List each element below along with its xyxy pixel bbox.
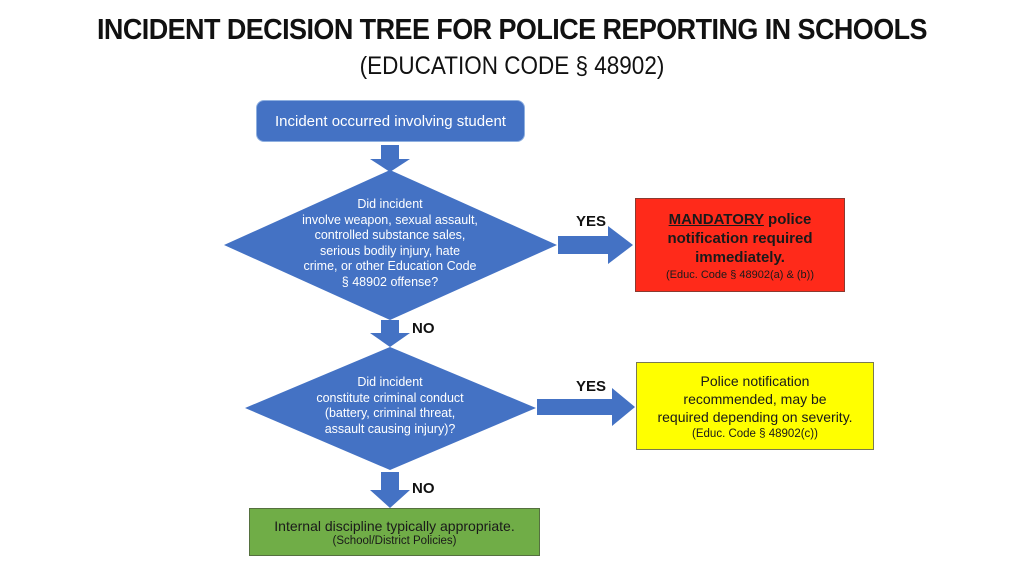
decision-1-line: involve weapon, sexual assault, xyxy=(302,212,478,227)
recommended-line-1: Police notification xyxy=(700,373,810,389)
edge-label-yes-1: YES xyxy=(576,213,607,230)
start-node-label: Incident occurred involving student xyxy=(275,112,506,130)
arrow-right-yes-1 xyxy=(558,226,633,264)
page-subtitle: (EDUCATION CODE § 48902) xyxy=(359,52,665,80)
arrow-down-start xyxy=(370,145,410,172)
mandatory-line-1: MANDATORY police xyxy=(669,210,812,229)
recommended-line-2: recommended, may be xyxy=(683,391,827,407)
decision-1-text: Did incident involve weapon, sexual assa… xyxy=(290,197,490,290)
internal-citation: (School/District Policies) xyxy=(332,535,457,547)
recommended-line-3: required depending on severity. xyxy=(657,409,853,425)
decision-1-line: Did incident xyxy=(357,197,423,211)
decision-2-text: Did incident constitute criminal conduct… xyxy=(300,375,480,437)
decision-1-line: crime, or other Education Code xyxy=(303,259,477,273)
internal-line-1: Internal discipline typically appropriat… xyxy=(274,518,515,534)
edge-label-no-2: NO xyxy=(412,480,435,497)
decision-1-line: controlled substance sales, xyxy=(314,228,466,242)
mandatory-emphasis: MANDATORY xyxy=(668,210,764,228)
arrow-right-yes-2 xyxy=(537,388,635,426)
mandatory-line-2: notification required xyxy=(667,229,813,247)
mandatory-citation: (Educ. Code § 48902(a) & (b)) xyxy=(666,268,814,281)
decision-1-line: serious bodily injury, hate xyxy=(319,243,461,258)
edge-label-no-1: NO xyxy=(412,320,435,337)
arrow-down-no-2 xyxy=(370,472,410,508)
decision-diamond-1 xyxy=(224,170,557,320)
start-node: Incident occurred involving student xyxy=(256,100,525,142)
recommended-citation: (Educ. Code § 48902(c)) xyxy=(692,428,818,440)
decision-diamond-2 xyxy=(245,347,536,470)
internal-discipline-box: Internal discipline typically appropriat… xyxy=(249,508,540,556)
edge-label-yes-2: YES xyxy=(576,378,607,395)
decision-2-line: (battery, criminal threat, xyxy=(324,406,456,420)
decision-2-line: constitute criminal conduct xyxy=(316,390,464,405)
mandatory-line-1-rest: police xyxy=(763,210,812,228)
mandatory-line-3: immediately. xyxy=(695,248,785,266)
decision-2-line: Did incident xyxy=(357,375,423,389)
page-title: INCIDENT DECISION TREE FOR POLICE REPORT… xyxy=(97,14,928,46)
arrow-down-no-1 xyxy=(370,320,410,347)
mandatory-notification-box: MANDATORY police notification required i… xyxy=(635,198,845,292)
decision-2-line: assault causing injury)? xyxy=(324,421,456,436)
decision-1-line: § 48902 offense? xyxy=(341,274,439,289)
recommended-notification-box: Police notification recommended, may be … xyxy=(636,362,874,450)
